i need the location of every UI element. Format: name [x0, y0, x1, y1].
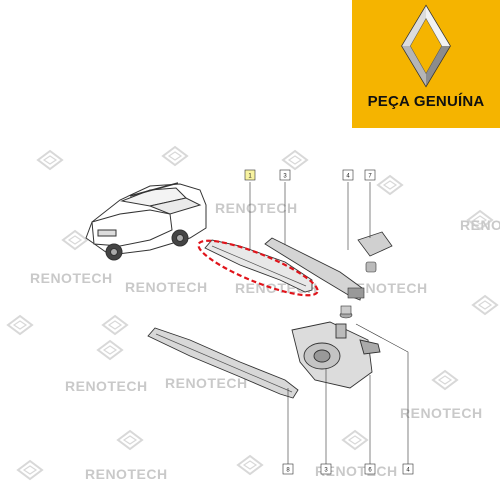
callout-7-box — [364, 169, 376, 181]
callout-6-box — [364, 463, 376, 475]
watermark-text: RENOTECH — [400, 405, 483, 421]
watermark-logos — [7, 146, 498, 480]
watermark-texts: RENOTECH RENOTECH RENOTECH RENOTECH RENO… — [30, 200, 500, 482]
callout-3-bottom-box — [320, 463, 332, 475]
callout-4-top-box — [342, 169, 354, 181]
upper-wiper-arm — [264, 237, 365, 301]
callout-7: 7 — [368, 174, 372, 180]
watermark-text: RENOTECH — [460, 217, 500, 233]
brand-caption: PEÇA GENUÍNA — [367, 93, 485, 110]
cap-part — [357, 231, 393, 273]
callout-4-top: 4 — [346, 174, 350, 180]
watermark-text: RENOTECH — [345, 280, 428, 296]
watermark-text: RENOTECH — [125, 279, 208, 295]
callout-6: 6 — [368, 468, 372, 474]
callout-8: 8 — [286, 468, 290, 474]
watermark-text: RENOTECH — [65, 378, 148, 394]
callouts: 1 3 4 7 8 3 6 4 — [244, 169, 414, 475]
callout-3-bottom: 3 — [324, 468, 328, 474]
leader-lines — [249, 182, 409, 464]
watermark-text: RENOTECH — [215, 200, 298, 216]
lower-wiper-blade — [147, 327, 299, 399]
wiper-motor — [291, 321, 381, 389]
watermark-text: RENOTECH — [315, 463, 398, 479]
callout-4-bottom: 4 — [406, 468, 410, 474]
watermark-text: RENOTECH — [30, 270, 113, 286]
car-illustration — [85, 182, 207, 261]
callout-3-box — [279, 169, 291, 181]
highlight-ellipse — [197, 239, 319, 297]
callout-3: 3 — [283, 174, 287, 180]
callout-4-bottom-box — [402, 463, 414, 475]
callout-1-box — [244, 169, 256, 181]
renault-logo — [401, 4, 451, 88]
watermark-text: RENOTECH — [85, 466, 168, 482]
watermark-text: RENOTECH — [165, 375, 248, 391]
brand-panel: PEÇA GENUÍNA — [352, 0, 500, 128]
callout-1: 1 — [248, 174, 252, 180]
callout-8-box — [282, 463, 294, 475]
nut-part — [339, 305, 353, 319]
